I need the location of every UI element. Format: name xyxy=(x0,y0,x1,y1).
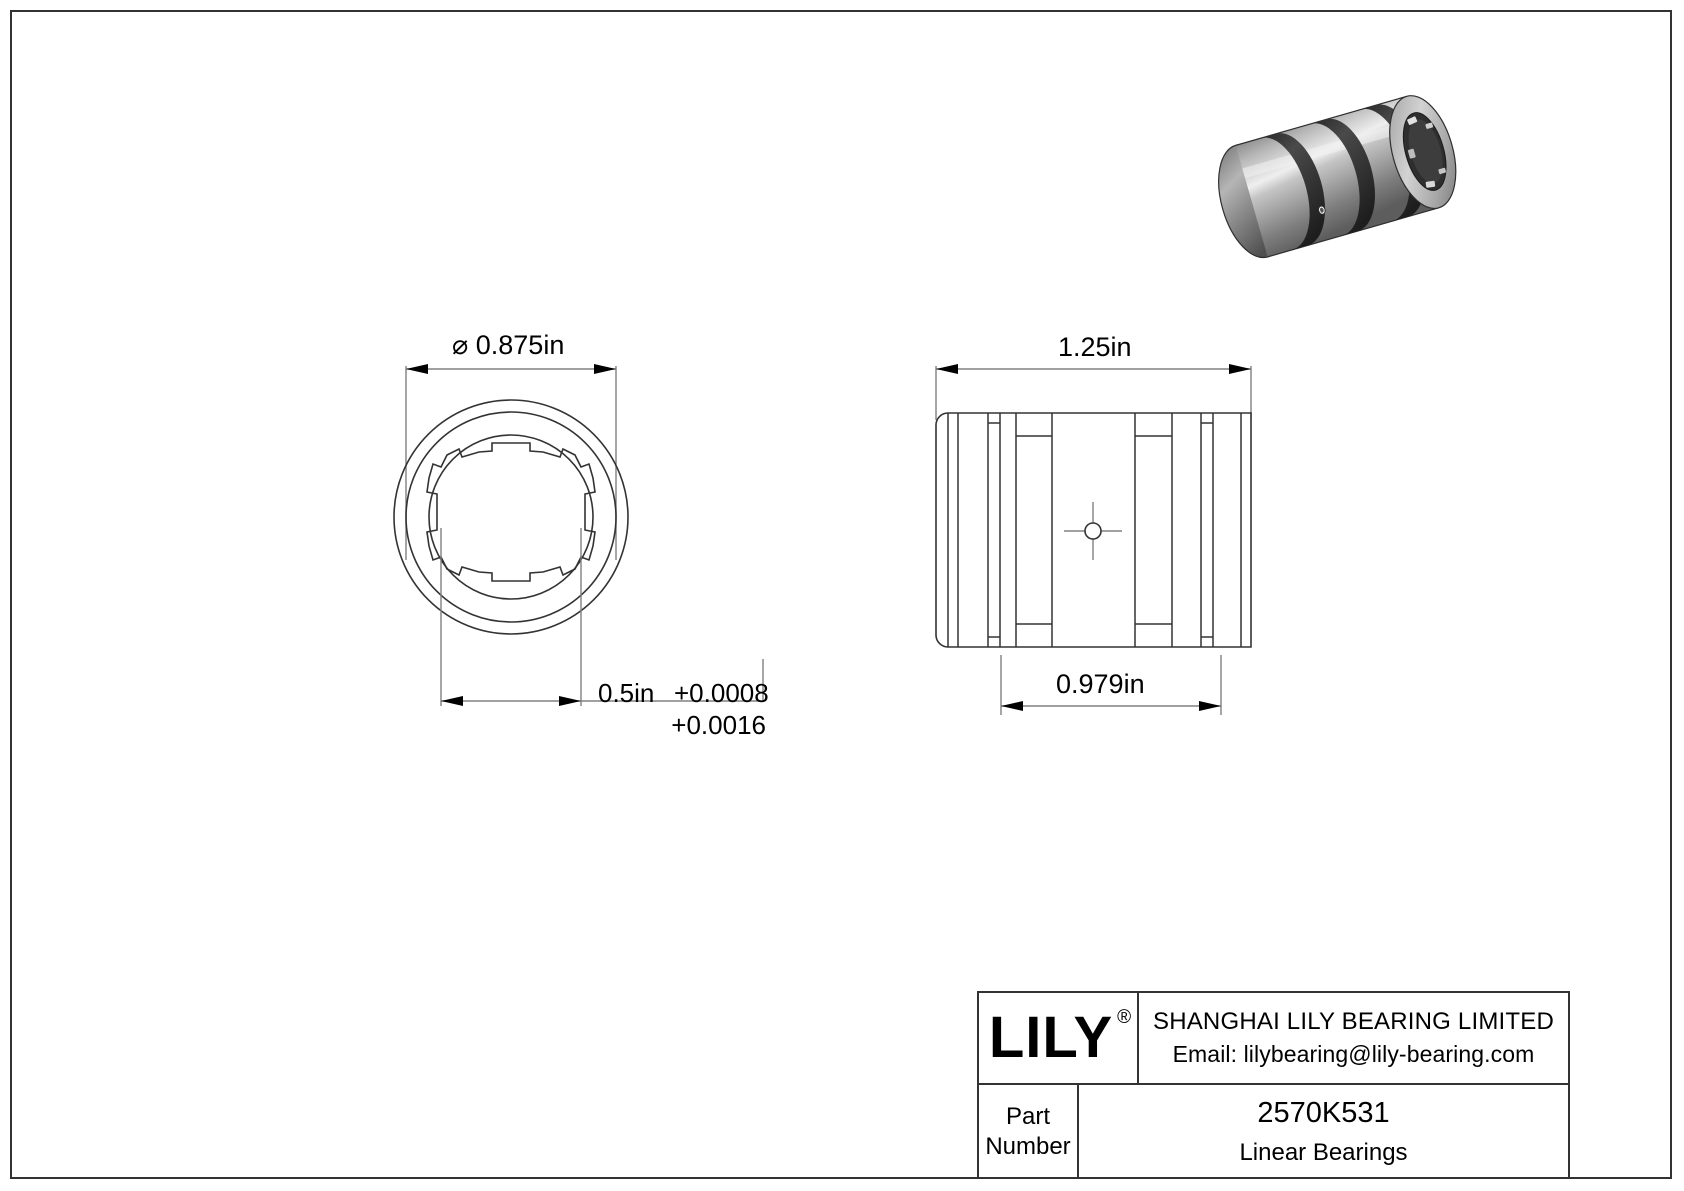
lily-logo: LILY ® xyxy=(989,1007,1131,1067)
registered-trademark-icon: ® xyxy=(1117,1007,1132,1028)
logo-cell: LILY ® xyxy=(979,993,1139,1083)
bore-dimension-label: 0.5in xyxy=(598,678,655,708)
part-number-label-cell: Part Number xyxy=(979,1085,1079,1179)
logo-text: LILY xyxy=(988,1005,1114,1070)
part-category-value: Linear Bearings xyxy=(1239,1139,1408,1166)
outer-diameter-dimension-label: ⌀ 0.875in xyxy=(452,330,565,360)
bore-tolerance-lower: +0.0008 xyxy=(674,678,769,708)
part-number-value: 2570K531 xyxy=(1257,1097,1390,1129)
title-block: LILY ® SHANGHAI LILY BEARING LIMITED Ema… xyxy=(977,991,1570,1179)
company-email: Email: lilybearing@lily-bearing.com xyxy=(1172,1041,1535,1067)
bore-tolerance-block: +0.0016 xyxy=(596,650,766,800)
bore-tolerance-upper: +0.0016 xyxy=(671,710,766,740)
part-label-line-1: Part xyxy=(1005,1103,1050,1130)
title-block-row-company: LILY ® SHANGHAI LILY BEARING LIMITED Ema… xyxy=(979,993,1568,1083)
drawing-frame xyxy=(10,10,1672,1179)
overall-length-dimension-label: 1.25in xyxy=(1058,332,1132,362)
company-cell: SHANGHAI LILY BEARING LIMITED Email: lil… xyxy=(1139,993,1568,1083)
title-block-row-part: Part Number 2570K531 Linear Bearings xyxy=(979,1083,1568,1179)
part-number-value-cell: 2570K531 Linear Bearings xyxy=(1079,1085,1568,1179)
part-label-line-2: Number xyxy=(985,1133,1071,1160)
inner-length-dimension-label: 0.979in xyxy=(1056,669,1145,699)
isometric-render xyxy=(1195,30,1495,330)
company-name: SHANGHAI LILY BEARING LIMITED xyxy=(1152,1008,1554,1035)
